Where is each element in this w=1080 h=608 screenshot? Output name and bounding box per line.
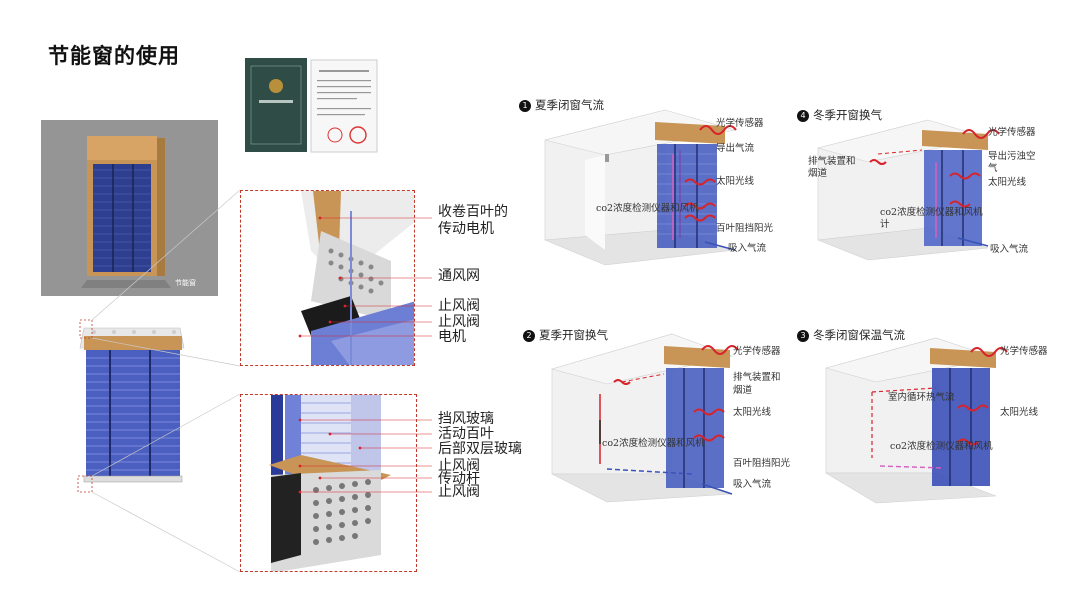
p4-intake-flow: 吸入气流 [990,244,1029,255]
detail-box-top [240,190,415,366]
p1-optical-sensor: 光学传感器 [716,118,764,129]
panel-1-diagram [544,109,770,270]
callout-check-valve-1: 止风阀 [438,298,480,314]
panel-2-number: 2 [523,330,535,342]
panel-1-title-text: 夏季闭窗气流 [535,98,604,112]
p4-exhaust-device-1: 排气装置和 [808,156,856,167]
p2-exhaust-device-1: 排气装置和 [733,372,781,383]
callout-drive-rod: 传动杆 [438,471,480,487]
p3-co2-detector: co2浓度检测仪器和风机 [890,441,993,452]
p4-optical-sensor: 光学传感器 [988,127,1036,138]
p3-optical-sensor: 光学传感器 [1000,346,1048,357]
callout-motor-1: 收卷百叶的 [438,204,508,220]
panel-1-number: 1 [519,100,531,112]
detail-box-bottom [240,394,417,572]
p1-sunlight: 太阳光线 [716,176,755,187]
p1-exhaust-flow: 导出气流 [716,143,755,154]
callout-check-valve-2: 止风阀 [438,314,480,330]
p2-exhaust-device-2: 烟道 [733,385,753,396]
p4-co2-detector-2: 计 [880,219,890,230]
callout-movable-blinds: 活动百叶 [438,426,494,442]
panel-2-diagram [550,333,767,504]
certificate-images [245,58,378,153]
callout-check-valve-4: 止风阀 [438,484,480,500]
p2-intake-flow: 吸入气流 [733,479,772,490]
p2-optical-sensor: 光学传感器 [733,346,781,357]
page-title: 节能窗的使用 [48,44,180,68]
panel-3-title: 3 冬季闭窗保温气流 [797,327,905,343]
callout-windshield: 挡风玻璃 [438,411,494,427]
callout-check-valve-3: 止风阀 [438,458,480,474]
p2-sunlight: 太阳光线 [733,407,772,418]
p4-foul-air-1: 导出污浊空 [988,151,1036,162]
p2-blind-shade: 百叶阻挡阳光 [733,458,791,469]
window-illustration [70,318,190,494]
panel-4-number: 4 [797,110,809,122]
p4-exhaust-device-2: 烟道 [808,168,828,179]
p4-co2-detector-1: co2浓度检测仪器和风机 [880,207,983,218]
p2-co2-detector: co2浓度检测仪器和风机 [602,438,705,449]
p3-sunlight: 太阳光线 [1000,407,1039,418]
callout-double-glass: 后部双层玻璃 [438,441,522,457]
callout-vent-mesh: 通风网 [438,268,480,284]
panel-3-title-text: 冬季闭窗保温气流 [813,328,905,342]
panel-3-diagram [824,337,1041,508]
panel-4-title-text: 冬季开窗换气 [813,108,882,122]
product-photo: 节能窗 [41,120,218,296]
callout-motor: 电机 [438,329,466,345]
panel-4-title: 4 冬季开窗换气 [797,107,882,123]
panel-2-title: 2 夏季开窗换气 [523,327,608,343]
p1-blind-shade: 百叶阻挡阳光 [716,223,774,234]
p1-co2-detector: co2浓度检测仪器和风机 [596,203,699,214]
p4-foul-air-2: 气 [988,163,998,174]
p3-indoor-heat-flow: 室内循环热气流 [888,392,955,403]
p1-intake-flow: 吸入气流 [728,243,767,254]
panel-4-diagram [816,119,1033,270]
panel-1-title: 1 夏季闭窗气流 [519,97,604,113]
photo-caption: 节能窗 [175,279,196,287]
p4-sunlight: 太阳光线 [988,177,1027,188]
panel-3-number: 3 [797,330,809,342]
callout-motor-2: 传动电机 [438,221,494,237]
panel-2-title-text: 夏季开窗换气 [539,328,608,342]
